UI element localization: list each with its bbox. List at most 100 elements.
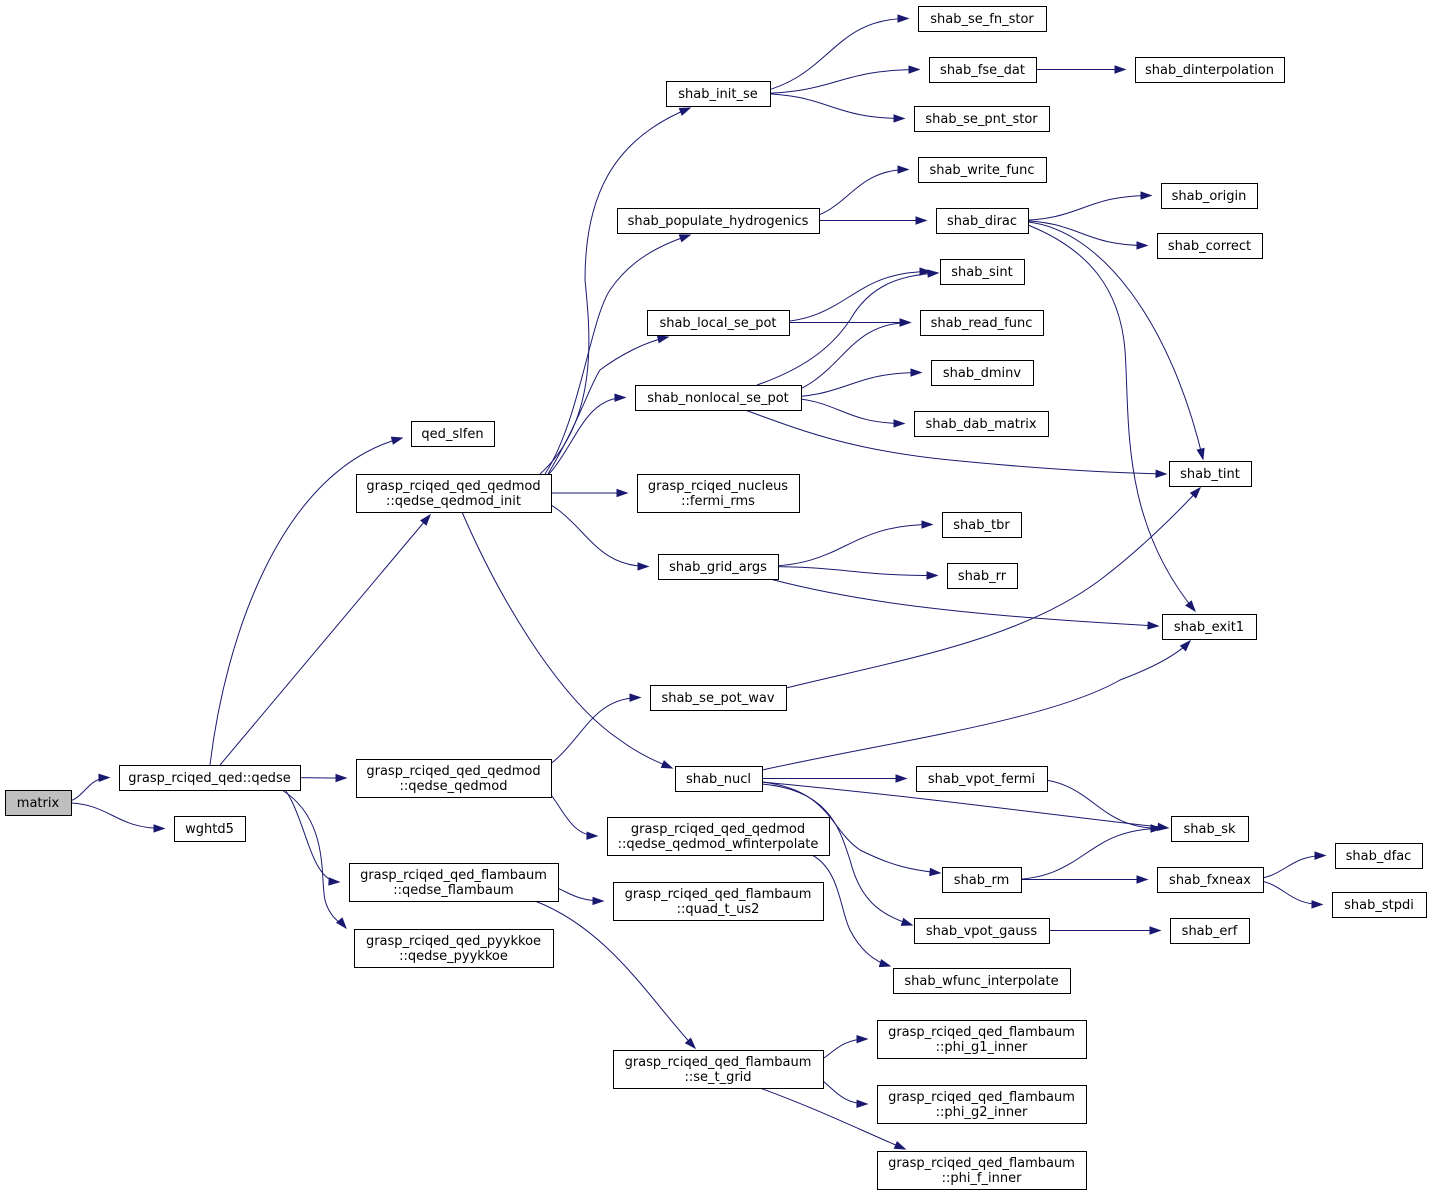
edge-arrowhead: [1136, 241, 1149, 250]
node-label: shab_vpot_gauss: [926, 924, 1037, 939]
edge-line: [761, 781, 1169, 829]
edge-line: [209, 437, 403, 766]
node-shab_se_fn_stor[interactable]: shab_se_fn_stor: [918, 6, 1047, 32]
node-shab_tint[interactable]: shab_tint: [1169, 461, 1252, 487]
node-shab_read_func[interactable]: shab_read_func: [920, 310, 1044, 336]
edge-arrowhead: [893, 114, 906, 123]
node-label: ::phi_g1_inner: [936, 1040, 1028, 1055]
node-label: ::phi_f_inner: [942, 1171, 1023, 1186]
node-box: [918, 6, 1047, 32]
node-shab_sk[interactable]: shab_sk: [1171, 816, 1249, 842]
node-shab_dminv[interactable]: shab_dminv: [931, 360, 1034, 386]
edge-arrowhead: [390, 436, 404, 445]
node-box: [411, 421, 495, 447]
node-matrix[interactable]: matrix: [5, 790, 72, 816]
edge-line: [759, 1087, 906, 1150]
node-label: shab_fxneax: [1169, 873, 1251, 888]
node-shab_nonlocal_se_pot[interactable]: shab_nonlocal_se_pot: [635, 385, 802, 411]
node-shab_dirac[interactable]: shab_dirac: [936, 208, 1029, 234]
edge-line: [761, 640, 1191, 771]
node-shab_tbr[interactable]: shab_tbr: [942, 512, 1022, 538]
edge-line: [785, 487, 1201, 689]
node-shab_populate_hydrogenics[interactable]: shab_populate_hydrogenics: [617, 208, 820, 234]
node-shab_dfac[interactable]: shab_dfac: [1335, 843, 1423, 869]
edge-arrowhead: [1114, 65, 1127, 74]
edge-line: [811, 854, 891, 967]
node-label: shab_rm: [954, 873, 1010, 888]
node-shab_dab_matrix[interactable]: shab_dab_matrix: [914, 411, 1049, 437]
node-shab_vpot_fermi[interactable]: shab_vpot_fermi: [916, 766, 1048, 792]
node-qed_slfen[interactable]: qed_slfen: [411, 421, 495, 447]
edge-line: [1027, 224, 1196, 612]
node-wfinterpolate[interactable]: grasp_rciqed_qed_qedmod::qedse_qedmod_wf…: [607, 817, 830, 856]
node-shab_rm[interactable]: shab_rm: [942, 867, 1022, 893]
node-qedse[interactable]: grasp_rciqed_qed::qedse: [119, 765, 301, 791]
edge-shab_rm-to-shab_sk: [1009, 824, 1163, 880]
node-box: [877, 1020, 1087, 1059]
node-label: grasp_rciqed_qed_flambaum: [360, 868, 547, 883]
edge-qedse_qedmod_init-to-shab_nucl: [461, 511, 674, 769]
edge-arrowhead: [592, 896, 605, 906]
node-shab_origin[interactable]: shab_origin: [1161, 183, 1258, 209]
node-phi_f_inner[interactable]: grasp_rciqed_qed_flambaum::phi_f_inner: [877, 1151, 1087, 1190]
node-quad_t_us2[interactable]: grasp_rciqed_qed_flambaum::quad_t_us2: [613, 882, 824, 921]
node-shab_rr[interactable]: shab_rr: [947, 563, 1018, 589]
node-label: shab_dinterpolation: [1145, 63, 1274, 78]
edge-arrowhead: [1189, 486, 1202, 499]
node-se_t_grid[interactable]: grasp_rciqed_qed_flambaum::se_t_grid: [613, 1050, 824, 1089]
node-label: shab_nucl: [686, 772, 751, 787]
node-shab_init_se[interactable]: shab_init_se: [666, 81, 771, 107]
edge-arrowhead: [910, 368, 923, 377]
node-box: [877, 1085, 1087, 1124]
node-label: shab_nonlocal_se_pot: [647, 391, 789, 406]
node-qedse_pyykkoe[interactable]: grasp_rciqed_qed_pyykkoe::qedse_pyykkoe: [354, 929, 554, 968]
edge-arrowhead: [895, 774, 908, 783]
node-qedse_qedmod[interactable]: grasp_rciqed_qed_qedmod::qedse_qedmod: [356, 759, 552, 798]
node-shab_wfunc_interpolate[interactable]: shab_wfunc_interpolate: [893, 968, 1071, 994]
edge-arrowhead: [1179, 639, 1192, 652]
edge-arrowhead: [1147, 621, 1160, 630]
node-shab_dinterpolation[interactable]: shab_dinterpolation: [1135, 57, 1285, 83]
edge-arrowhead: [1314, 851, 1327, 860]
node-shab_stpdi[interactable]: shab_stpdi: [1332, 892, 1427, 918]
node-shab_fse_dat[interactable]: shab_fse_dat: [929, 57, 1037, 83]
node-box: [675, 766, 763, 792]
node-label: ::phi_g2_inner: [936, 1105, 1028, 1120]
edge-shab_local_se_pot-to-shab_sint: [767, 267, 932, 323]
node-shab_fxneax[interactable]: shab_fxneax: [1157, 867, 1264, 893]
node-qedse_qedmod_init[interactable]: grasp_rciqed_qed_qedmod::qedse_qedmod_in…: [356, 474, 552, 513]
node-label: shab_wfunc_interpolate: [904, 974, 1058, 989]
edge-wfinterpolate-to-shab_wfunc_interpolate: [811, 854, 892, 968]
node-fermi_rms[interactable]: grasp_rciqed_nucleus::fermi_rms: [637, 474, 800, 513]
node-label: shab_dfac: [1346, 849, 1412, 864]
node-shab_local_se_pot[interactable]: shab_local_se_pot: [647, 310, 790, 336]
node-wghtd5[interactable]: wghtd5: [174, 816, 246, 842]
node-shab_vpot_gauss[interactable]: shab_vpot_gauss: [914, 918, 1050, 944]
edge-shab_dirac-to-shab_tint: [1027, 221, 1205, 461]
edge-shab_nonlocal_se_pot-to-shab_tint: [744, 409, 1168, 478]
node-shab_se_pnt_stor[interactable]: shab_se_pnt_stor: [914, 106, 1050, 132]
node-shab_sint[interactable]: shab_sint: [940, 259, 1025, 285]
node-box: [617, 208, 820, 234]
node-phi_g1_inner[interactable]: grasp_rciqed_qed_flambaum::phi_g1_inner: [877, 1020, 1087, 1059]
node-shab_exit1[interactable]: shab_exit1: [1162, 614, 1257, 640]
node-shab_erf[interactable]: shab_erf: [1170, 918, 1250, 944]
edge-shab_init_se-to-shab_fse_dat: [754, 65, 921, 94]
edge-line: [547, 336, 669, 475]
node-shab_nucl[interactable]: shab_nucl: [675, 766, 763, 792]
node-shab_write_func[interactable]: shab_write_func: [918, 157, 1047, 183]
node-label: ::qedse_qedmod_init: [386, 494, 521, 509]
node-qedse_flambaum[interactable]: grasp_rciqed_qed_flambaum::qedse_flambau…: [349, 863, 559, 902]
node-box: [1171, 816, 1249, 842]
node-shab_grid_args[interactable]: shab_grid_args: [658, 554, 779, 580]
edge-line: [759, 524, 933, 567]
edge-arrowhead: [656, 335, 670, 344]
edge-arrowhead: [1196, 447, 1205, 461]
node-shab_se_pot_wav[interactable]: shab_se_pot_wav: [650, 685, 787, 711]
node-label: shab_tbr: [953, 518, 1010, 533]
node-label: shab_stpdi: [1344, 898, 1414, 913]
node-phi_g2_inner[interactable]: grasp_rciqed_qed_flambaum::phi_g2_inner: [877, 1085, 1087, 1124]
node-shab_correct[interactable]: shab_correct: [1157, 233, 1263, 259]
edge-qedse_qedmod_init-to-shab_populate_hydrogenics: [544, 234, 692, 475]
edge-arrowhead: [153, 824, 166, 833]
